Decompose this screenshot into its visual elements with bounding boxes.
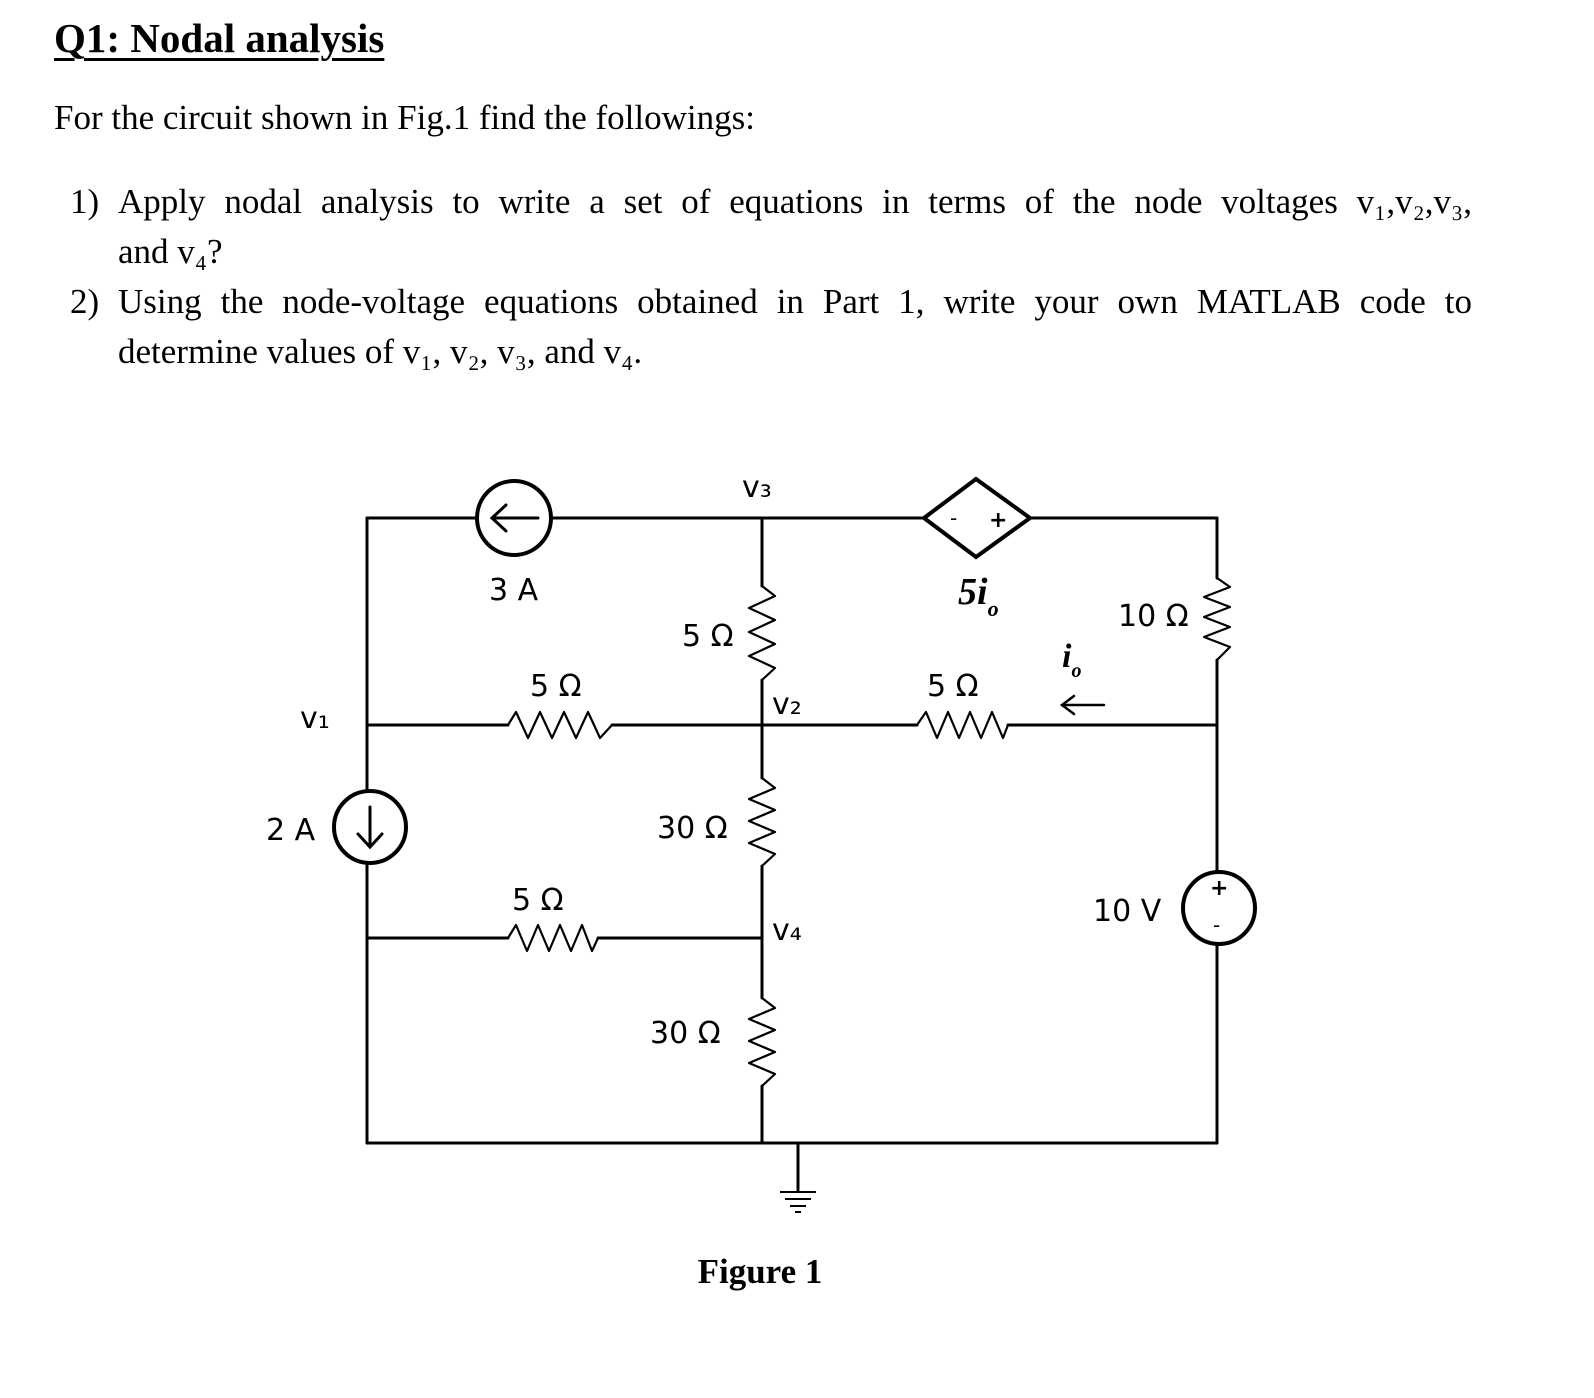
resistor-v2-right	[916, 710, 1010, 740]
current-io-sub: o	[1071, 660, 1081, 682]
label-dependent-plus: +	[989, 508, 1007, 533]
question-item-2: 2) Using the node-voltage equations obta…	[70, 277, 1472, 377]
label-voltage-plus: +	[1210, 876, 1228, 901]
label-r-v1-v2: 5 Ω	[530, 669, 582, 704]
label-dependent-minus: -	[950, 506, 957, 530]
arrow-down-icon	[356, 805, 384, 850]
figure-caption: Figure 1	[697, 1252, 823, 1291]
label-r-v2-v4: 30 Ω	[657, 811, 728, 846]
dependent-voltage-source	[920, 476, 1034, 560]
label-10v: 10 V	[1093, 894, 1162, 929]
resistor-v2-v4	[747, 777, 777, 867]
question-text-line2: determine values of v₁, v₂, v₃, and v₄.	[118, 332, 643, 371]
node-label-v3: v₃	[742, 470, 772, 505]
voltage-source-10v	[1181, 870, 1257, 946]
node-label-v2: v₂	[772, 687, 802, 722]
label-r-v2-right: 5 Ω	[927, 669, 979, 704]
label-r-v3-v2: 5 Ω	[682, 619, 734, 654]
question-text-line2: and v₄?	[118, 232, 223, 271]
label-voltage-minus: -	[1213, 913, 1220, 937]
dependent-value-sub: o	[988, 596, 999, 621]
arrow-left-icon	[489, 503, 540, 533]
resistor-v1-v2	[507, 710, 613, 740]
resistor-right-top	[1202, 577, 1232, 661]
label-current-io: io	[1062, 638, 1081, 682]
label-r-v4-gnd: 30 Ω	[650, 1016, 721, 1051]
current-arrow-icon	[1059, 694, 1106, 716]
node-label-v4: v₄	[772, 913, 802, 948]
ground-icon	[780, 1191, 816, 1213]
label-2a: 2 A	[266, 813, 316, 848]
page-title: Q1: Nodal analysis	[54, 15, 385, 61]
resistor-bottom-left	[507, 923, 599, 953]
question-number: 2)	[70, 282, 100, 321]
label-r-right-top: 10 Ω	[1118, 599, 1189, 634]
question-text-line1: Using the node-voltage equations obtaine…	[118, 282, 1472, 321]
label-3a: 3 A	[489, 573, 539, 608]
dependent-value-main: 5i	[958, 571, 988, 613]
resistor-v4-gnd	[747, 997, 777, 1087]
question-item-1: 1) Apply nodal analysis to write a set o…	[70, 177, 1472, 277]
current-io-main: i	[1062, 638, 1072, 675]
resistor-v3-v2	[747, 585, 777, 681]
label-dependent-value: 5io	[958, 571, 999, 621]
intro-text: For the circuit shown in Fig.1 find the …	[54, 98, 755, 137]
question-text-line1: Apply nodal analysis to write a set of e…	[118, 182, 1472, 221]
question-number: 1)	[70, 182, 100, 221]
node-label-v1: v₁	[300, 701, 330, 736]
label-r-bottom-left: 5 Ω	[512, 883, 564, 918]
